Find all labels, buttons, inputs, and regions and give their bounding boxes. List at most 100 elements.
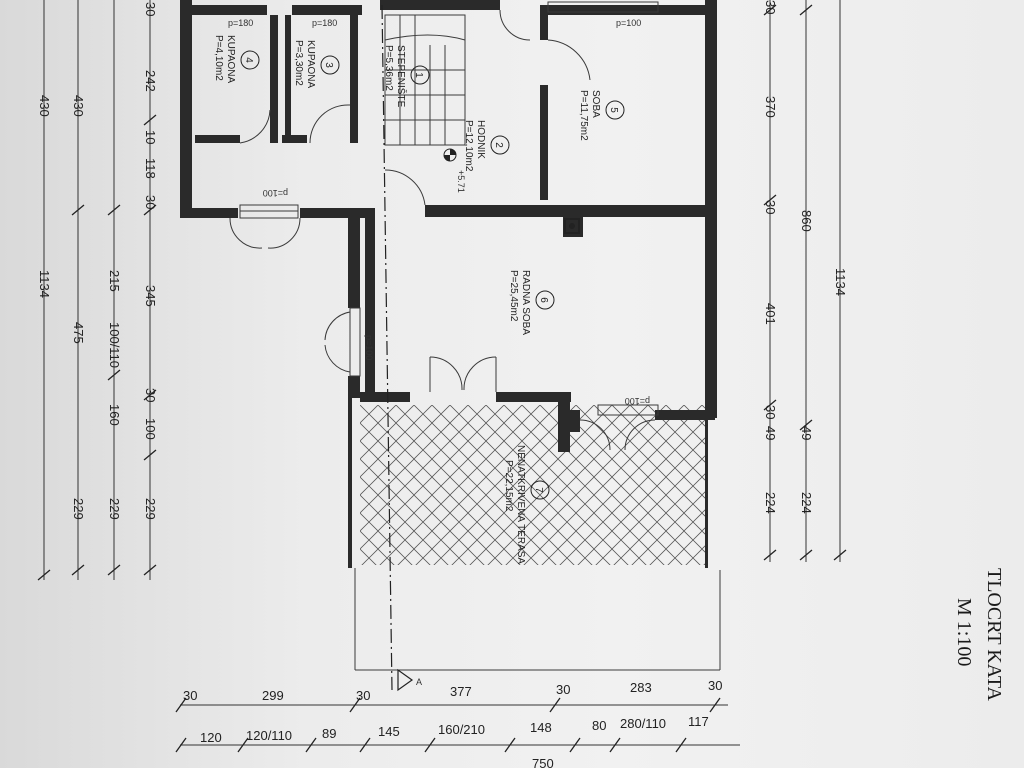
dim-right: 224: [763, 492, 778, 514]
svg-text:6: 6: [538, 297, 549, 303]
dim-left-mid: 475: [71, 322, 86, 344]
svg-text:3: 3: [323, 62, 334, 68]
svg-text:KUPAONA: KUPAONA: [305, 40, 316, 88]
dim-bottom-1: 30: [356, 688, 370, 703]
dim-left-inner: 30: [143, 2, 158, 16]
dim-bottom-total: 750: [532, 756, 554, 768]
dim-bottom-2: 160/210: [438, 722, 485, 737]
dim-right: 49: [763, 426, 778, 440]
dim-left-mid: 430: [71, 95, 86, 117]
dim-bottom-1: 30: [556, 682, 570, 697]
room-label-6: 6 RADNA SOBA P=25,45m2: [508, 270, 555, 335]
dim-right: 30: [763, 0, 778, 14]
svg-text:7: 7: [533, 487, 544, 493]
svg-text:P=5,36m2: P=5,36m2: [383, 45, 394, 91]
dim-right: 30: [763, 405, 778, 419]
svg-text:4: 4: [243, 57, 254, 63]
room-label-5: 5 SOBA P=11,75m2: [578, 90, 625, 141]
dim-right: 860: [799, 210, 814, 232]
terrace-hatch: [360, 405, 708, 565]
chimney: [564, 218, 580, 234]
dim-left-inner: 100/110: [107, 322, 122, 368]
room-label-7: 7 NENATKRIVENA TERASA P=22,15m2: [503, 445, 550, 564]
dim-bottom-1: 30: [183, 688, 197, 703]
dim-left-inner: 345: [143, 285, 158, 307]
svg-text:5: 5: [608, 107, 619, 113]
dim-right: 30: [763, 200, 778, 214]
section-mark: A: [416, 677, 422, 687]
section-arrow-icon: [397, 668, 414, 692]
dim-right: 49: [799, 426, 814, 440]
dim-left-mid: 229: [71, 498, 86, 520]
level-marker-icon: [443, 148, 457, 162]
dim-right: 1134: [833, 268, 848, 296]
dim-bottom-2: 89: [322, 726, 336, 741]
dim-bottom-1: 30: [708, 678, 722, 693]
window-label: p=100: [625, 396, 650, 406]
room-label-4: 4 KUPAONA P=4,10m2: [213, 35, 260, 83]
dim-left-inner: 30: [143, 195, 158, 209]
svg-text:RADNA SOBA: RADNA SOBA: [520, 270, 531, 335]
dim-bottom-2: 120: [200, 730, 222, 745]
dimension-lines-right: [769, 0, 841, 562]
svg-text:NENATKRIVENA TERASA: NENATKRIVENA TERASA: [515, 445, 526, 564]
dim-right: 401: [763, 303, 778, 325]
dim-left-mid: 215: [107, 270, 122, 292]
dim-bottom-2: 148: [530, 720, 552, 735]
dimension-lines-bottom: [180, 704, 740, 746]
dim-right: 224: [799, 492, 814, 514]
svg-text:HODNIK: HODNIK: [475, 120, 486, 159]
dim-right: 370: [763, 96, 778, 118]
drawing-scale: M 1:100: [953, 598, 975, 666]
svg-text:P=3,30m2: P=3,30m2: [293, 40, 304, 86]
level-mark: +5.71: [456, 170, 466, 193]
chimney-dot: [569, 223, 575, 229]
svg-text:1: 1: [413, 72, 424, 78]
dim-left-inner: 242: [143, 70, 158, 92]
dim-bottom-2: 120/110: [246, 728, 292, 743]
svg-text:P=11,75m2: P=11,75m2: [578, 90, 589, 141]
svg-text:P=25,45m2: P=25,45m2: [508, 270, 519, 322]
door-swings: [229, 9, 656, 451]
dim-left-outer: 1134: [37, 270, 52, 298]
svg-text:P=12,10m2: P=12,10m2: [463, 120, 474, 172]
room-label-1: 1 STEPENIŠTE P=5,36m2: [383, 45, 430, 108]
stairs: [384, 14, 466, 146]
svg-text:P=22,15m2: P=22,15m2: [503, 460, 514, 512]
dim-left-outer: 430: [37, 95, 52, 117]
dim-bottom-2: 280/110: [620, 716, 666, 731]
dim-left-inner: 160: [107, 404, 122, 426]
dim-bottom-1: 299: [262, 688, 284, 703]
dim-bottom-2: 80: [592, 718, 606, 733]
section-line: [381, 4, 393, 691]
walls: [180, 0, 717, 568]
svg-text:SOBA: SOBA: [590, 90, 601, 118]
dim-left-inner: 229: [143, 498, 158, 520]
dim-bottom-2: 117: [688, 714, 709, 729]
svg-text:STEPENIŠTE: STEPENIŠTE: [395, 45, 408, 108]
dim-left-inner: 229: [107, 498, 122, 520]
svg-text:P=4,10m2: P=4,10m2: [213, 35, 224, 81]
window-label: p=180: [312, 18, 337, 28]
room-label-3: 3 KUPAONA P=3,30m2: [293, 40, 340, 88]
window-label: p=100: [616, 18, 641, 28]
windows: [239, 1, 659, 416]
dim-left-inner: 100: [143, 418, 158, 440]
dimension-ticks: [37, 4, 847, 753]
svg-text:KUPAONA: KUPAONA: [225, 35, 236, 83]
drawing-title: TLOCRT KATA: [983, 568, 1005, 701]
dim-bottom-1: 283: [630, 680, 652, 695]
window-label: p=100: [364, 335, 374, 360]
dim-left-inner: 118: [143, 158, 158, 179]
window-label: p=100: [263, 188, 288, 198]
svg-text:2: 2: [493, 142, 504, 148]
dim-left-inner: 30: [143, 388, 158, 402]
dim-bottom-1: 377: [450, 684, 472, 699]
dim-bottom-2: 145: [378, 724, 400, 739]
room-label-2: 2 HODNIK P=12,10m2: [463, 120, 510, 172]
dimension-lines-left: [43, 0, 151, 580]
dim-left-inner: 10: [143, 130, 158, 144]
window-label: p=180: [228, 18, 253, 28]
